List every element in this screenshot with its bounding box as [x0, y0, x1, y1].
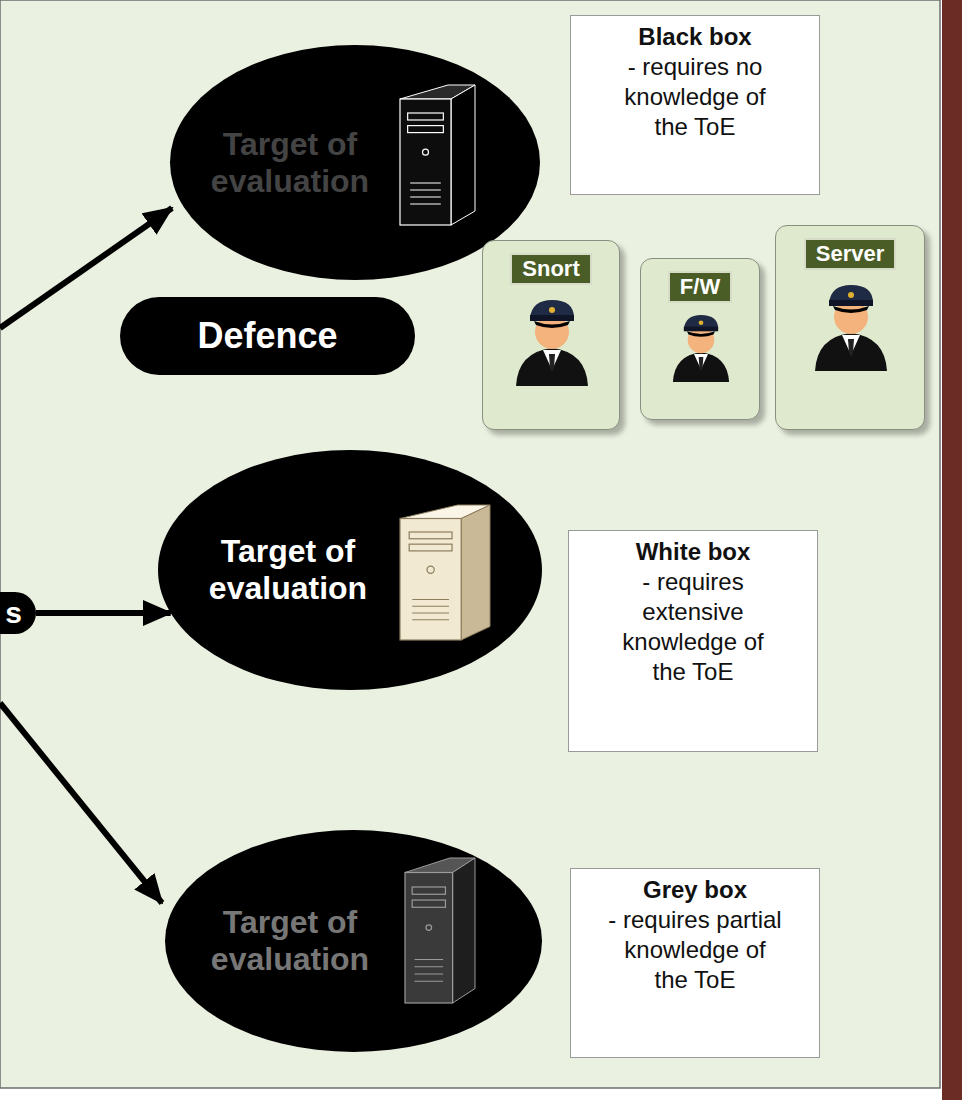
server-icon [400, 85, 475, 225]
guard-visor [833, 306, 869, 313]
ellipse-fill [158, 450, 542, 690]
component-card: F/W [640, 258, 760, 420]
power-button [426, 925, 432, 931]
vent-line [410, 204, 441, 205]
ellipse-text: Target of evaluation [185, 830, 395, 1052]
guard-body [815, 333, 887, 371]
vent-line [410, 197, 441, 198]
guard-icon [516, 300, 588, 386]
guard-cap-band [530, 315, 574, 321]
component-card: Server [775, 225, 925, 430]
vent-line [415, 959, 444, 960]
component-card: Snort [482, 240, 620, 430]
guard-visor [534, 321, 570, 328]
side-bar [942, 0, 962, 1100]
box-description: - requires no knowledge of the ToE [607, 52, 783, 142]
pill-label: Defence [197, 315, 337, 357]
target-label: Target of evaluation [188, 533, 388, 607]
target-ellipse: Target of evaluation [165, 830, 542, 1052]
vent-line [412, 606, 449, 607]
vent-line [412, 599, 449, 600]
vent-line [412, 619, 449, 620]
server-front [400, 99, 451, 225]
guard-badge [549, 307, 555, 313]
drive-bay [412, 900, 445, 907]
power-button [423, 149, 429, 155]
server-side [451, 85, 475, 225]
label-pill: s [0, 592, 36, 634]
drive-bay [409, 544, 452, 551]
label-pill: Defence [120, 297, 415, 375]
guard-cap-band [684, 327, 718, 332]
box-description: - requires extensive knowledge of the To… [605, 567, 781, 687]
target-label: Target of evaluation [190, 126, 390, 200]
ellipse-text: Target of evaluation [190, 45, 390, 280]
vent-line [410, 190, 441, 191]
vent-line [415, 981, 444, 982]
guard-badge [848, 292, 854, 298]
server-front [400, 519, 461, 641]
text-box: White box- requires extensive knowledge … [568, 530, 818, 752]
guard-icon [815, 285, 887, 371]
server-side [453, 858, 475, 1003]
connector-arrow [36, 610, 171, 616]
guard-tie [699, 357, 704, 371]
vent-line [415, 974, 444, 975]
power-button [427, 566, 434, 573]
incoming-arrow [0, 703, 162, 903]
drive-bay [412, 887, 445, 894]
vent-line [412, 613, 449, 614]
vent-line [415, 966, 444, 967]
guard-tie [848, 339, 854, 357]
panel [0, 0, 940, 1088]
guard-visor [687, 331, 715, 336]
box-title: Black box [638, 22, 751, 52]
box-title: Grey box [643, 875, 747, 905]
ellipse-text: Target of evaluation [188, 450, 388, 690]
ellipse-fill [165, 830, 542, 1052]
text-box: Grey box- requires partial knowledge of … [570, 868, 820, 1058]
server-icon [400, 505, 490, 640]
component-tab: Snort [510, 253, 591, 285]
server-icon [405, 858, 475, 1003]
guard-badge [699, 320, 704, 325]
server-front [405, 873, 453, 1004]
drive-bay [408, 113, 444, 120]
box-description: - requires partial knowledge of the ToE [607, 905, 783, 995]
vent-line [410, 183, 441, 184]
guard-cap-band [829, 300, 873, 306]
guard-body [673, 352, 729, 382]
guard-tie [549, 354, 555, 372]
drive-bay [408, 126, 444, 133]
component-tab: Server [804, 238, 897, 270]
target-label: Target of evaluation [185, 904, 395, 978]
guard-icon [673, 315, 729, 382]
box-title: White box [636, 537, 751, 567]
target-ellipse: Target of evaluation [158, 450, 542, 690]
component-tab: F/W [668, 271, 732, 303]
text-box: Black box- requires no knowledge of the … [570, 15, 820, 195]
pill-label: s [5, 596, 22, 630]
server-side [461, 505, 490, 640]
drive-bay [409, 532, 452, 539]
guard-body [516, 348, 588, 386]
